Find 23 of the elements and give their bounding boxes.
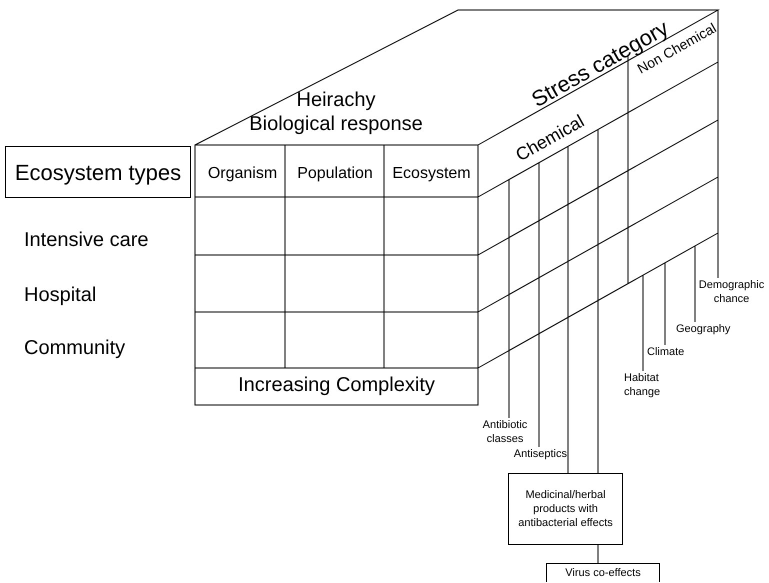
label-text: Heirachy [296, 88, 376, 113]
leader-line [508, 350, 510, 418]
label-text: Population [296, 164, 374, 184]
leader-text: Antibiotic classes [472, 418, 538, 446]
leader-line [694, 245, 696, 322]
category-box: Ecosystem types [5, 146, 191, 198]
process-box: Medicinal/herbal products with antibacterial effects [508, 473, 623, 545]
label-text: Community [24, 336, 126, 361]
leader-text: Geography [676, 322, 740, 337]
leader-line [664, 262, 666, 346]
leader-text: Antiseptics [503, 447, 567, 462]
label-text: Ecosystem [391, 164, 472, 184]
label-text: Increasing Complexity [237, 373, 436, 398]
label-text: Hospital [24, 283, 98, 308]
leader-text: Habitat change [624, 371, 672, 400]
label-text: Organism [206, 164, 278, 184]
process-box: Virus co-effects [546, 563, 660, 582]
label-text: Biological response [248, 112, 424, 137]
leader-text: Climate [647, 345, 693, 360]
leader-text: Demographic chance [695, 278, 768, 307]
leader-line [642, 274, 644, 372]
leader-line [538, 333, 540, 448]
label-text: Intensive care [24, 228, 150, 253]
